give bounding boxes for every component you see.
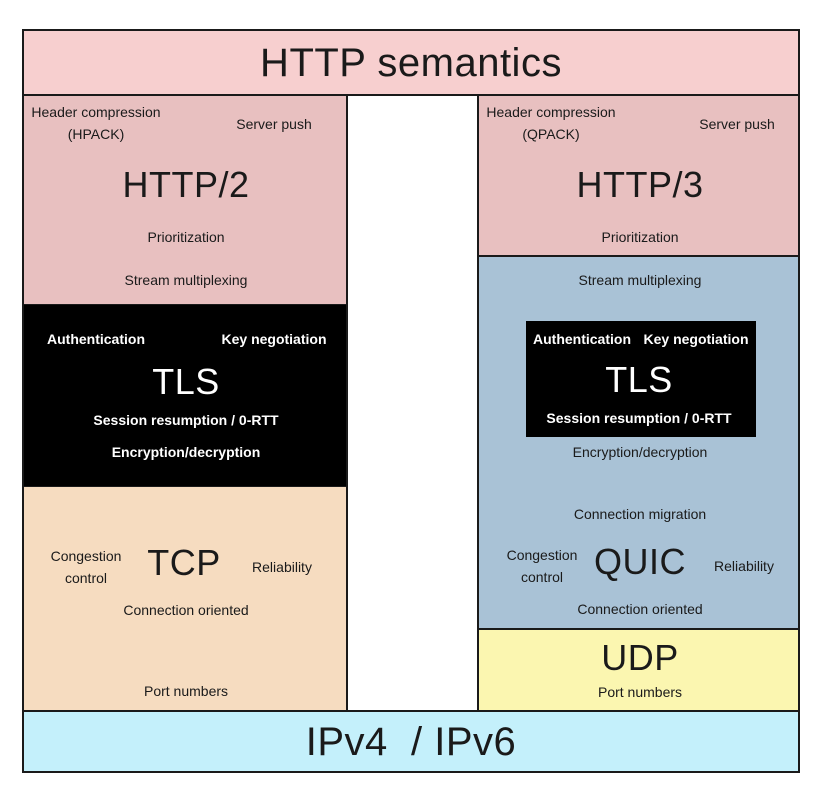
tls-right-key-negotiation: Key negotiation — [643, 331, 749, 347]
ip-layer: IPv4 / IPv6 — [24, 710, 798, 771]
quic-connection-migration: Connection migration — [573, 506, 707, 522]
tls-left-session-resumption: Session resumption / 0-RTT — [93, 412, 279, 428]
http3-prioritization: Prioritization — [601, 229, 679, 245]
tls-left-key-negotiation: Key negotiation — [221, 331, 327, 347]
ip-title: IPv4 / IPv6 — [305, 720, 517, 764]
quic-congestion: Congestion — [506, 547, 578, 563]
quic-title: QUIC — [594, 541, 686, 582]
http2-header-compression: Header compression — [31, 104, 161, 120]
tls-right-title: TLS — [605, 359, 673, 400]
protocol-stack-diagram: HTTP semantics Header compression (HPACK… — [22, 29, 800, 773]
udp-port-numbers: Port numbers — [597, 684, 683, 700]
http3-layer: Header compression (QPACK) Server push H… — [477, 96, 798, 257]
udp-layer: UDP Port numbers — [477, 630, 798, 710]
http-semantics-title: HTTP semantics — [260, 41, 562, 85]
tls-left-title: TLS — [152, 361, 220, 402]
http2-stream-multiplexing: Stream multiplexing — [124, 272, 248, 288]
udp-title: UDP — [601, 637, 679, 678]
quic-reliability: Reliability — [714, 558, 774, 574]
tls-right-session-resumption: Session resumption / 0-RTT — [546, 410, 732, 426]
http3-header-compression: Header compression — [486, 104, 616, 120]
quic-layer: Stream multiplexing Authentication Key n… — [477, 257, 798, 630]
http2-server-push: Server push — [236, 116, 312, 132]
tls-right-authentication: Authentication — [533, 331, 631, 347]
tls-left-encryption: Encryption/decryption — [111, 444, 261, 460]
quic-control: control — [520, 569, 564, 585]
http2-hpack: (HPACK) — [67, 126, 125, 142]
tcp-control: control — [64, 570, 108, 586]
tls-layer-right: Authentication Key negotiation TLS Sessi… — [526, 321, 756, 437]
http2-title: HTTP/2 — [122, 164, 250, 205]
http2-layer: Header compression (HPACK) Server push H… — [24, 96, 348, 305]
tcp-layer: Congestion control TCP Reliability Conne… — [24, 486, 348, 710]
http3-qpack: (QPACK) — [522, 126, 580, 142]
http3-server-push: Server push — [699, 116, 775, 132]
tls-left-authentication: Authentication — [47, 331, 145, 347]
tls-layer-left: Authentication Key negotiation TLS Sessi… — [24, 305, 348, 486]
tcp-reliability: Reliability — [252, 559, 312, 575]
quic-encryption: Encryption/decryption — [572, 444, 708, 460]
tcp-title: TCP — [147, 542, 221, 583]
http-semantics-layer: HTTP semantics — [24, 31, 798, 96]
tcp-congestion: Congestion — [50, 548, 122, 564]
http3-title: HTTP/3 — [576, 164, 704, 205]
tcp-connection-oriented: Connection oriented — [123, 602, 249, 618]
quic-stream-multiplexing: Stream multiplexing — [578, 272, 702, 288]
http2-prioritization: Prioritization — [147, 229, 225, 245]
quic-connection-oriented: Connection oriented — [577, 601, 703, 617]
tcp-port-numbers: Port numbers — [143, 683, 229, 699]
